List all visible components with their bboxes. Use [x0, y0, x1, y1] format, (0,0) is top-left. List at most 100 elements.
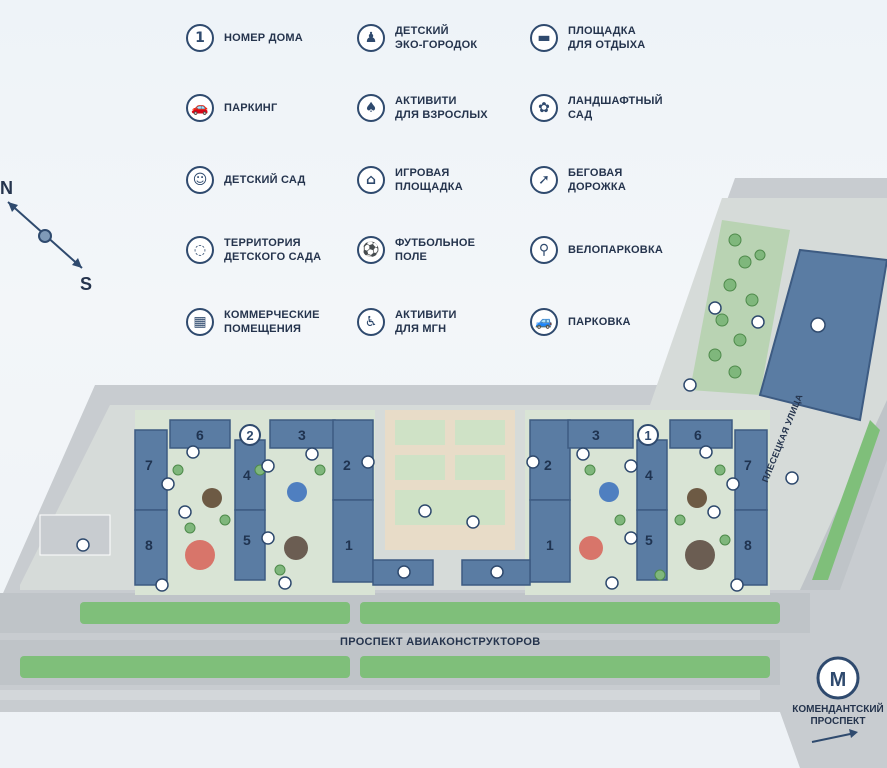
legend-adult-activity-label: АКТИВИТИ ДЛЯ ВЗРОСЛЫХ: [395, 95, 488, 121]
legend-rest-area-icon: ▬: [530, 24, 558, 52]
left-play-circle-red: [185, 540, 215, 570]
green-median-2b: [360, 656, 770, 678]
icon-parking-garage: [810, 317, 826, 333]
right-play-circle-blue: [599, 482, 619, 502]
legend-landscape-garden: ✿ ЛАНДШАФТНЫЙ САД: [530, 94, 663, 122]
icon-bike-2: [161, 477, 175, 491]
parking-garage-building: [758, 248, 887, 422]
right-play-circle-dark: [685, 540, 715, 570]
icon-bike-3: [261, 459, 275, 473]
green-median-2a: [20, 656, 350, 678]
legend-house-number-icon: 1: [186, 24, 214, 52]
legend-running-track-label: БЕГОВАЯ ДОРОЖКА: [568, 167, 626, 193]
icon-parking-right: [751, 315, 765, 329]
green-median-3: [0, 690, 760, 700]
legend-mgn-activity: ♿АКТИВИТИ ДЛЯ МГН: [357, 308, 457, 336]
amenity-icons: [76, 301, 826, 592]
legend-commercial: ▦КОММЕРЧЕСКИЕ ПОМЕЩЕНИЯ: [186, 308, 320, 336]
compass-center: [38, 229, 52, 243]
icon-bike-8: [726, 477, 740, 491]
legend-playground-icon: ⌂: [357, 166, 385, 194]
legend-running-track-icon: ➚: [530, 166, 558, 194]
metro-arrow: [811, 732, 856, 743]
right-num-1: 1: [546, 537, 554, 553]
legend-kindergarten-territory-label: ТЕРРИТОРИЯ ДЕТСКОГО САДА: [224, 237, 322, 263]
left-num-4: 4: [243, 467, 251, 483]
legend-kindergarten-label: ДЕТСКИЙ САД: [224, 174, 306, 186]
left-num-1: 1: [345, 537, 353, 553]
legend-landscape-garden-icon: ✿: [530, 94, 558, 122]
icon-bike-1: [186, 445, 200, 459]
left-num-8: 8: [145, 537, 153, 553]
legend-football-label: ФУТБОЛЬНОЕ ПОЛЕ: [395, 237, 476, 263]
right-num-8: 8: [744, 537, 752, 553]
right-num-3: 3: [592, 427, 600, 443]
left-play-circle-brown: [202, 488, 222, 508]
compass-arrow-n: [8, 202, 18, 212]
icon-rest-2: [261, 531, 275, 545]
right-num-5: 5: [645, 532, 653, 548]
central-green-5: [395, 490, 505, 525]
legend-rest-area: ▬ПЛОЩАДКА ДЛЯ ОТДЫХА: [530, 24, 645, 52]
right-num-6: 6: [694, 427, 702, 443]
icon-bench-2: [730, 578, 744, 592]
compass-south-label: S: [80, 274, 93, 294]
metro-arrow-head: [849, 729, 858, 738]
legend-kindergarten-icon: ☺: [186, 166, 214, 194]
legend-commercial-label: КОММЕРЧЕСКИЕ ПОМЕЩЕНИЯ: [224, 309, 320, 335]
legend-house-number-label: НОМЕР ДОМА: [224, 32, 303, 44]
right-building-4: [636, 439, 668, 511]
icon-garden-center: [418, 504, 432, 518]
right-building-1: [529, 499, 571, 583]
central-green-1: [395, 420, 445, 445]
badge-left: [239, 424, 261, 446]
icon-rest-1: [178, 505, 192, 519]
legend-running-track: ➚ БЕГОВАЯ ДОРОЖКА: [530, 166, 626, 194]
icon-garden-2: [466, 515, 480, 529]
badge-right: [637, 424, 659, 446]
green-median-1a: [80, 602, 350, 624]
metro-station-label: КОМЕНДАНТСКИЙ ПРОСПЕКТ: [792, 704, 884, 727]
icon-rest-4: [624, 531, 638, 545]
green-median-1b: [360, 602, 780, 624]
right-num-7: 7: [744, 457, 752, 473]
right-play-circle-brown: [687, 488, 707, 508]
icon-parking-right-2: [785, 471, 799, 485]
legend-eco-town-label: ДЕТСКИЙ ЭКО-ГОРОДОК: [395, 25, 478, 51]
icon-commercial-1: [397, 565, 411, 579]
plan-house-badges: [239, 424, 659, 446]
left-num-3: 3: [298, 427, 306, 443]
left-num-2: 2: [343, 457, 351, 473]
icon-bike-5: [576, 447, 590, 461]
legend-adult-activity-icon: ♠: [357, 94, 385, 122]
legend-parking: 🚙ПАРКОВКА: [530, 308, 631, 336]
left-play-circle-dark: [284, 536, 308, 560]
legend-landscape-garden-label: ЛАНДШАФТНЫЙ САД: [568, 95, 663, 121]
legend-parking-garage-label: ПАРКИНГ: [224, 102, 278, 114]
legend-adult-activity: ♠ АКТИВИТИ ДЛЯ ВЗРОСЛЫХ: [357, 94, 488, 122]
left-num-7: 7: [145, 457, 153, 473]
badge-right-label: 1: [644, 428, 651, 443]
icon-kids-2: [526, 455, 540, 469]
metro-symbol: M: [830, 669, 847, 691]
right-num-2: 2: [544, 457, 552, 473]
icon-bike-4: [305, 447, 319, 461]
left-play-circle-blue: [287, 482, 307, 502]
building-numbers: 7 8 6 4 5 3 2 1 2 1 3 4 5 6 7 8: [145, 427, 752, 553]
icon-commercial-2: [490, 565, 504, 579]
icon-bench-1: [155, 578, 169, 592]
compass-north-label: N: [0, 178, 13, 198]
left-num-5: 5: [243, 532, 251, 548]
compass-arrow-s: [72, 258, 82, 268]
right-buildings: [461, 419, 768, 586]
legend-parking-garage: 🚗ПАРКИНГ: [186, 94, 277, 122]
legend-house-number: 1 НОМЕР ДОМА: [186, 24, 303, 52]
legend-parking-label: ПАРКОВКА: [568, 316, 631, 328]
right-building-3: [567, 419, 634, 449]
central-green-2: [455, 420, 505, 445]
icon-kids: [361, 455, 375, 469]
badge-left-label: 2: [246, 428, 253, 443]
left-building-6: [169, 419, 231, 449]
legend-mgn-activity-icon: ♿: [357, 308, 385, 336]
